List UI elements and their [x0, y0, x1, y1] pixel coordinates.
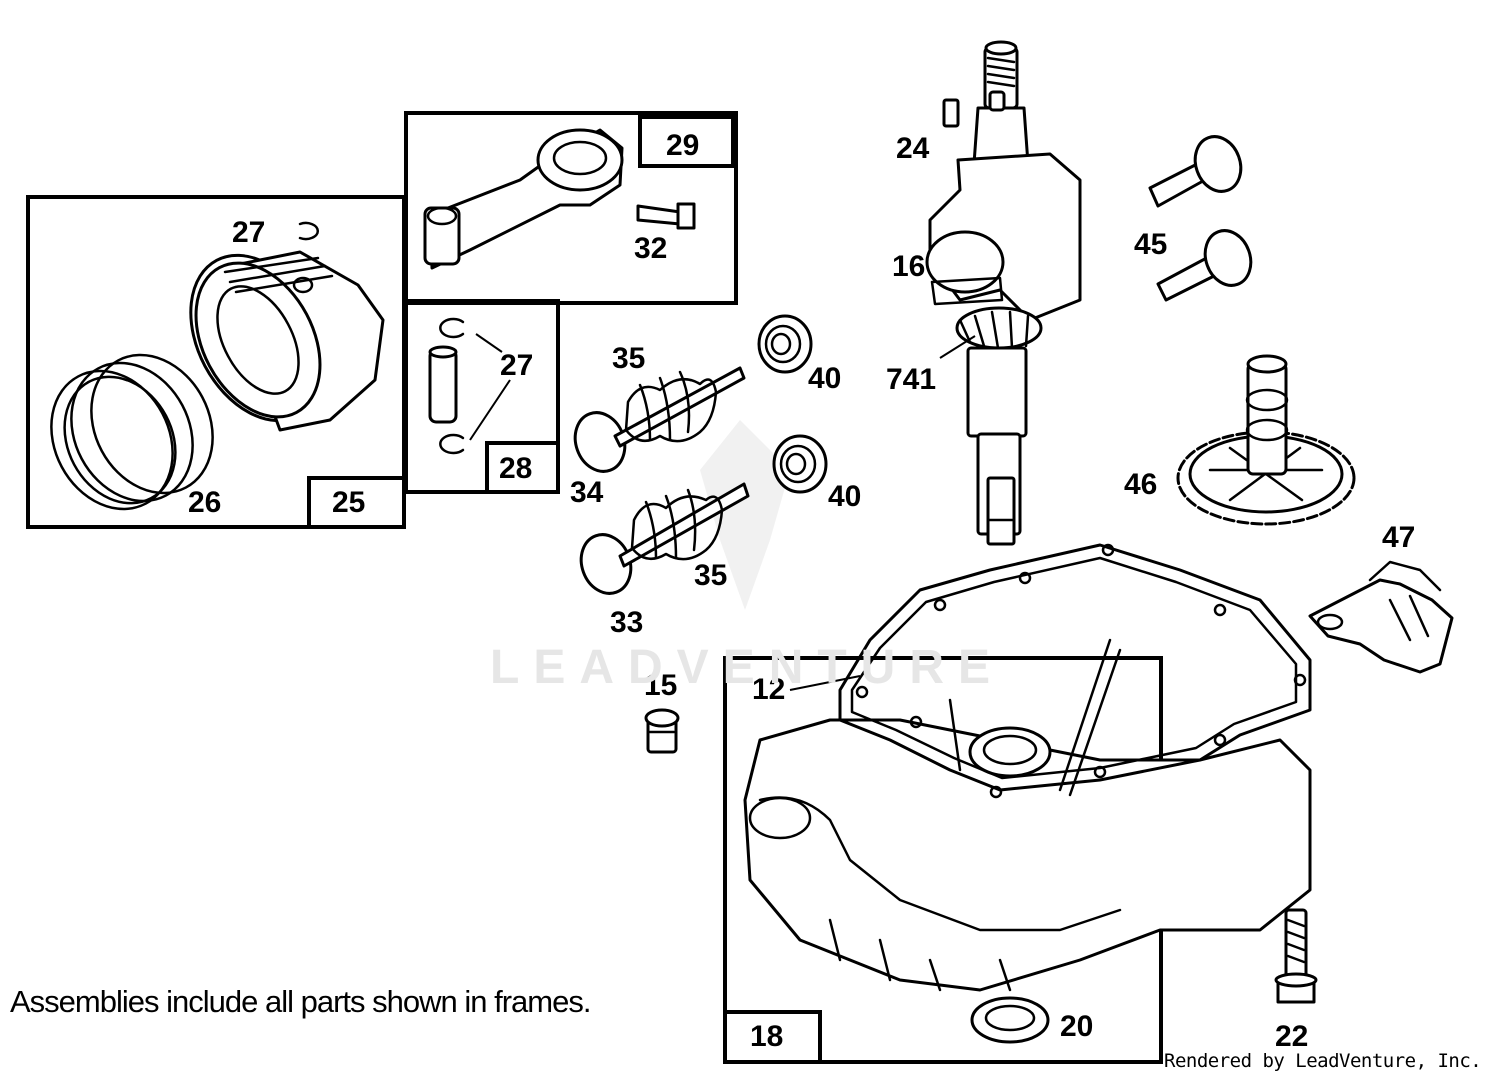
leader-27-upper: [475, 333, 503, 353]
oil-drain-plug: [644, 708, 680, 754]
callout-22: 22: [1275, 1020, 1308, 1053]
camshaft-gear: [1176, 354, 1356, 526]
valve-retainer-bottom: [772, 434, 828, 494]
frame-18-label-box: [723, 1010, 822, 1064]
frame-18-label: 18: [750, 1020, 783, 1053]
valve-tappet-bottom: [1156, 229, 1253, 302]
oil-seal: [970, 996, 1050, 1044]
crankshaft: [925, 40, 1082, 546]
callout-34: 34: [570, 476, 604, 509]
exhaust-valve-assembly: [579, 482, 750, 595]
sump-bolt: [1274, 908, 1318, 1004]
retaining-ring-upper: [439, 317, 465, 339]
frame-29: [404, 111, 738, 305]
callout-27-frame: 27: [500, 349, 533, 382]
callout-32: 32: [634, 232, 667, 265]
leader-741: [939, 335, 976, 359]
engine-sump: [743, 638, 1312, 992]
frame-25-label-box: [307, 476, 406, 529]
assembly-note: Assemblies include all parts shown in fr…: [10, 984, 591, 1019]
frame-29-label: 29: [666, 129, 699, 162]
callout-20: 20: [1060, 1010, 1093, 1043]
connecting-rod: [423, 128, 624, 270]
retaining-ring-top: [298, 221, 320, 241]
callout-40-top: 40: [808, 362, 841, 395]
watermark-logo: [700, 420, 790, 610]
render-credit: Rendered by LeadVenture, Inc.: [1164, 1050, 1482, 1072]
wrist-pin: [428, 345, 458, 424]
connecting-rod-bolt: [636, 202, 696, 230]
callout-24: 24: [896, 132, 930, 165]
callout-35-bottom: 35: [694, 559, 727, 592]
piston: [189, 250, 385, 432]
frame-28: [404, 299, 560, 494]
frame-29-label-box: [638, 115, 735, 168]
leader-12: [789, 675, 861, 691]
watermark-text: LEADVENTURE: [490, 641, 1005, 694]
callout-47: 47: [1382, 521, 1415, 554]
piston-rings: [50, 353, 214, 511]
intake-valve-assembly: [573, 366, 746, 473]
valve-retainer-top: [757, 314, 813, 374]
frame-28-label: 28: [499, 452, 532, 485]
callout-33: 33: [610, 606, 643, 639]
sump-gasket: [838, 543, 1312, 799]
retaining-ring-lower: [439, 433, 465, 455]
callout-35-top: 35: [612, 342, 645, 375]
callout-40-bottom: 40: [828, 480, 861, 513]
callout-741: 741: [886, 363, 936, 396]
callout-27-top: 27: [232, 216, 265, 249]
callout-26: 26: [188, 486, 221, 519]
frame-28-label-box: [485, 441, 560, 494]
callout-45: 45: [1134, 228, 1167, 261]
frame-25-label: 25: [332, 486, 365, 519]
crankshaft-key: [942, 98, 960, 128]
callout-16: 16: [892, 250, 925, 283]
valve-tappet-top: [1148, 135, 1243, 208]
callout-46: 46: [1124, 468, 1157, 501]
callout-12: 12: [752, 673, 785, 706]
governor-assembly: [1308, 560, 1454, 674]
leader-27-lower: [469, 379, 511, 441]
callout-15: 15: [644, 669, 677, 702]
